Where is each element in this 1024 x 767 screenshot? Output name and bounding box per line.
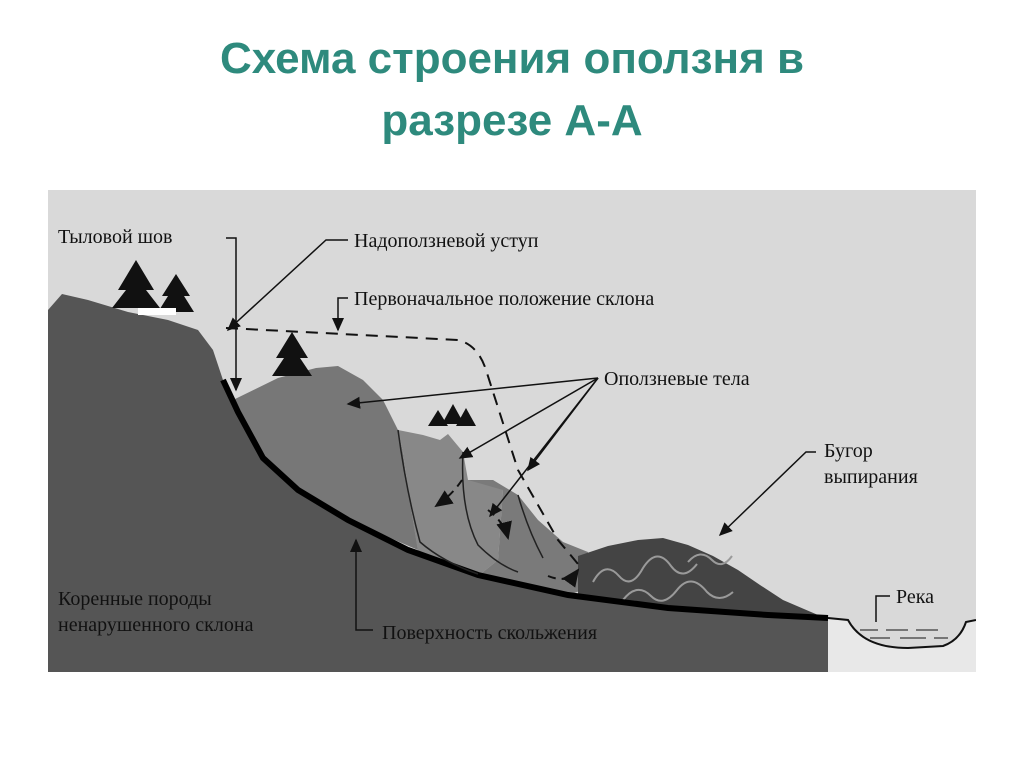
- tree-icon: [112, 260, 160, 308]
- label-bulge-line-1: Бугор: [824, 440, 873, 462]
- landslide-body-upper: [233, 366, 418, 550]
- label-original-slope: Первоначальное положение склона: [354, 288, 655, 310]
- tree-icon-group-middle: [428, 404, 476, 426]
- landslide-bodies-leader-2: [458, 377, 599, 459]
- slide-title-line-1: Схема строения оползня в: [219, 34, 805, 83]
- label-bulge-line-2: выпирания: [824, 466, 918, 488]
- label-bedrock-line-2: ненарушенного склона: [58, 614, 254, 636]
- rear-seam-leader: [226, 237, 242, 392]
- slip-surface-line: [220, 378, 829, 621]
- leader-lines: [226, 237, 890, 631]
- landslide-bodies-leader-4: [527, 377, 599, 472]
- slip-surface-leader: [350, 538, 373, 631]
- landslide-diagram: Тыловой шов Надоползневой уступ Первонач…: [48, 190, 976, 672]
- landslide-cross-section: [48, 190, 976, 672]
- label-landslide-bodies: Оползневые тела: [604, 368, 750, 390]
- scarp-leader: [226, 239, 348, 332]
- river-bed: [827, 617, 976, 650]
- label-bedrock-line-1: Коренные породы: [58, 588, 212, 610]
- landslide-body-lower: [468, 480, 588, 595]
- tree-icon: [442, 404, 464, 424]
- tree-icon: [272, 332, 312, 376]
- tree-icon-group-top: [112, 260, 194, 312]
- landslide-bodies-leader-1: [346, 377, 599, 409]
- original-slope-leader: [332, 297, 348, 332]
- crest-ground-strip: [138, 308, 176, 315]
- label-scarp: Надоползневой уступ: [354, 230, 539, 252]
- displacement-arrow-3: [547, 568, 580, 588]
- tree-icon: [158, 274, 194, 312]
- bulge-leader: [718, 451, 816, 537]
- label-river: Река: [896, 586, 935, 608]
- bulge-folds: [592, 553, 734, 602]
- river-leader: [875, 595, 890, 622]
- internal-shear-lines: [397, 429, 544, 575]
- tree-icon: [456, 408, 476, 426]
- slide-title: Схема строения оползня в разрезе А-А: [0, 28, 1024, 152]
- river-water: [828, 618, 976, 672]
- label-rear-seam: Тыловой шов: [58, 226, 173, 248]
- slide-title-line-2: разрезе А-А: [381, 96, 643, 145]
- bulge-of-extrusion: [578, 538, 818, 615]
- label-slip-surface: Поверхность скольжения: [382, 622, 598, 644]
- bedrock-mass: [48, 294, 828, 672]
- river-ripples: [860, 629, 948, 639]
- original-slope-dashed-line: [225, 327, 584, 571]
- displacement-arrow-1: [434, 479, 463, 508]
- tree-icon: [428, 410, 448, 426]
